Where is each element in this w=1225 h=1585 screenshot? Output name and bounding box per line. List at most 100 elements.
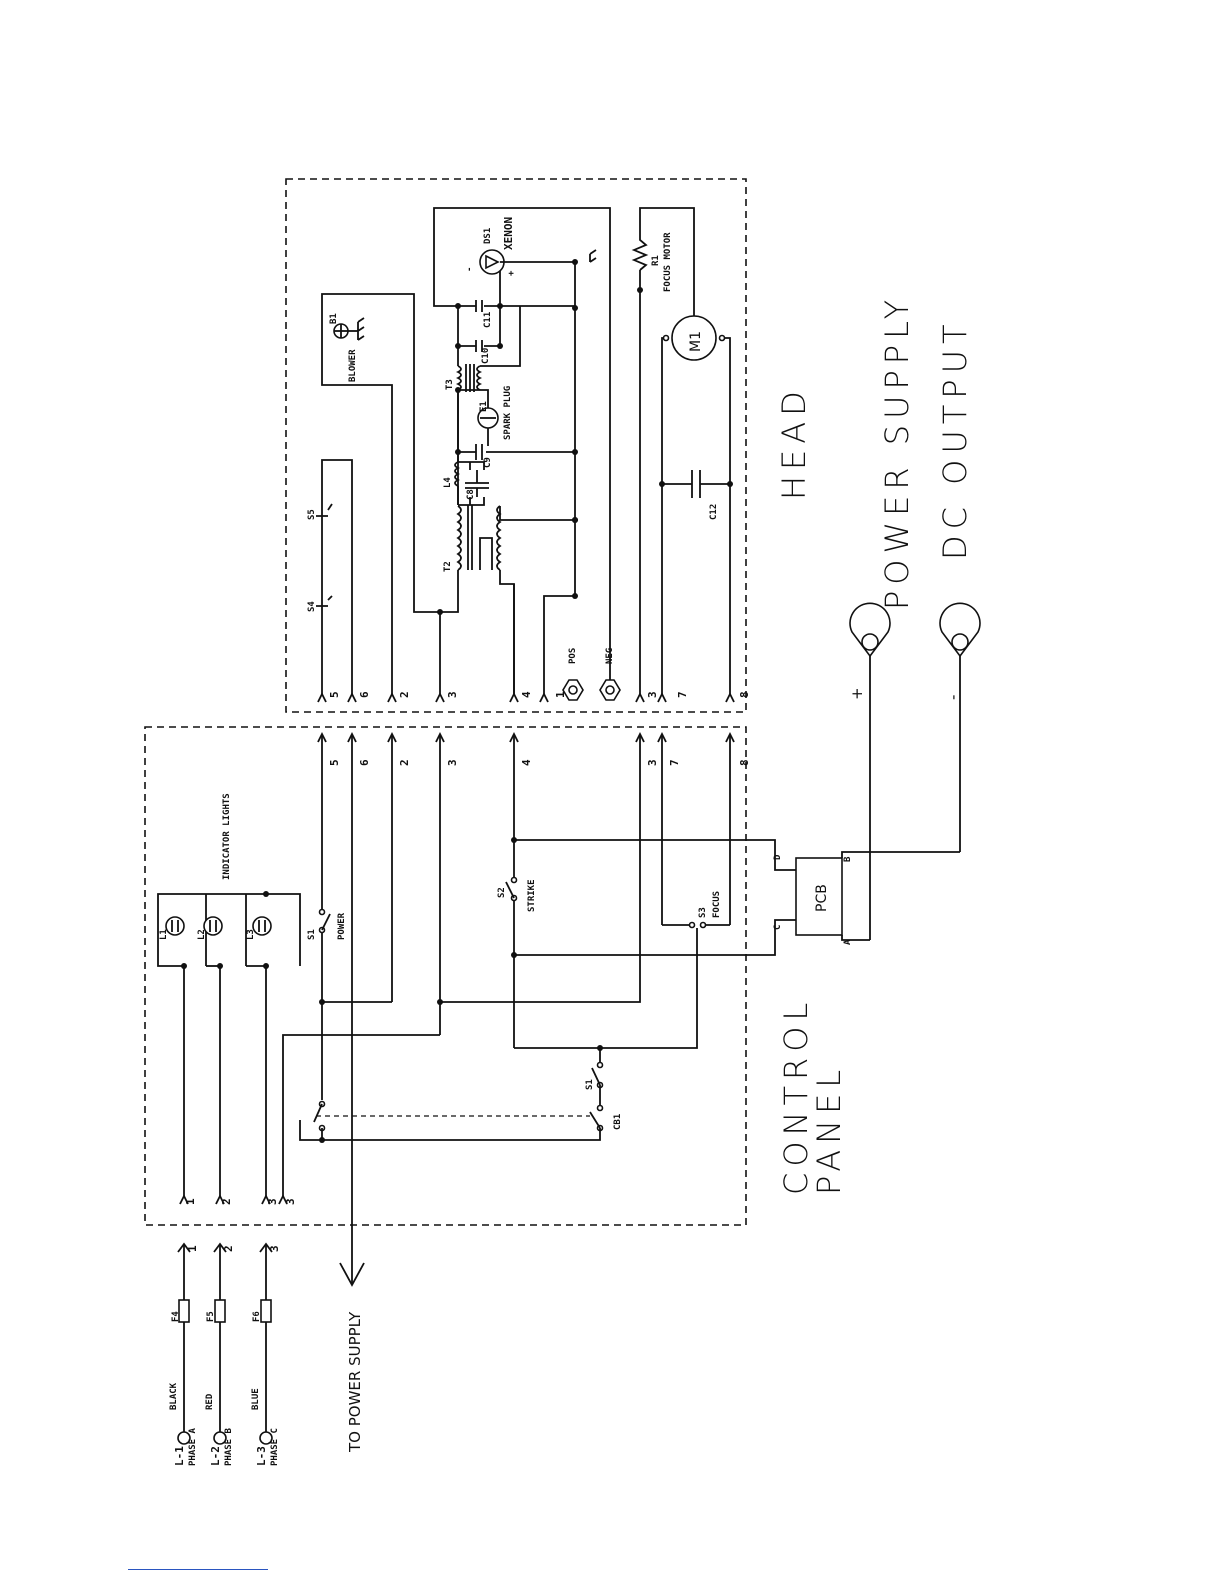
resistor-r1-icon <box>631 207 695 316</box>
fuse-f4-icon <box>178 1299 190 1323</box>
bottom-terminal-3b: 3 <box>284 1198 297 1205</box>
indicator-lights-label: INDICATOR LIGHTS <box>222 793 232 880</box>
c12-label: C12 <box>709 504 719 520</box>
m1-label: M1 <box>688 331 704 352</box>
s5-switch-icon <box>316 503 333 530</box>
xenon-label: XENON <box>502 217 515 250</box>
l2-terminal-icon <box>213 1431 227 1445</box>
fuse-f5-icon <box>214 1299 226 1323</box>
head-terminal-7: 7 <box>676 691 689 698</box>
l3-line-label: L-3 <box>255 1446 268 1466</box>
e1-label: E1 <box>479 401 489 412</box>
lamp-l3-icon <box>252 916 272 936</box>
s1-power-switch-icon <box>321 913 331 931</box>
focus-motor-m1-icon <box>671 315 717 361</box>
negative-label: - <box>944 695 962 700</box>
cb1-breaker-icon <box>589 1111 601 1129</box>
head-terminal-3b: 3 <box>646 691 659 698</box>
t2-label: T2 <box>443 561 453 572</box>
input-line-section: F4 F5 F6 1 2 3 L-1 PHASE A BLACK L-2 PHA… <box>169 1242 281 1466</box>
s1b-label: S1 <box>585 1079 595 1090</box>
control-title: CONTROL <box>777 997 815 1195</box>
panel-title: PANEL <box>810 1064 848 1195</box>
l2-phase-label: PHASE B <box>224 1427 234 1466</box>
ds1-label: DS1 <box>483 228 493 244</box>
lamp-l2-label: L2 <box>197 929 207 940</box>
power-supply-arrow-icon <box>339 1262 365 1287</box>
input-terminal-1: 1 <box>186 1245 199 1252</box>
head-terminal-5: 5 <box>328 691 341 698</box>
l3-color-label: BLUE <box>251 1388 261 1410</box>
arrow-icon <box>177 1242 191 1253</box>
t3-label: T3 <box>445 379 455 390</box>
s5-label: S5 <box>307 509 317 520</box>
s2-label: S2 <box>497 887 507 898</box>
bottom-terminal-2: 2 <box>220 1198 233 1205</box>
c10-label: C10 <box>481 348 491 364</box>
lamp-l3-label: L3 <box>246 929 256 940</box>
positive-terminal-icon <box>849 602 891 658</box>
control-panel-enclosure <box>144 726 747 1226</box>
control-panel-wiring: 1 2 3 3 INDICATOR LIGHTS L1 L2 L3 <box>157 731 776 1205</box>
control-terminal-8: 8 <box>738 759 751 766</box>
s4-label: S4 <box>307 601 317 612</box>
s4-switch-icon <box>316 595 333 620</box>
l1-phase-label: PHASE A <box>188 1427 198 1466</box>
input-terminal-3: 3 <box>268 1245 281 1252</box>
fuse-f6-label: F6 <box>252 1311 262 1322</box>
dc-output: + - <box>848 602 981 940</box>
blower-label: BLOWER <box>348 349 358 382</box>
footer-link-line <box>128 1569 268 1570</box>
negative-terminal-icon <box>939 602 981 658</box>
cb1-label: CB1 <box>613 1114 623 1130</box>
s1b-switch-icon <box>591 1067 601 1086</box>
fuse-f5-label: F5 <box>206 1311 216 1322</box>
l2-color-label: RED <box>205 1393 215 1410</box>
l1-line-label: L-1 <box>173 1446 186 1466</box>
c9-label: C9 <box>483 457 493 468</box>
head-enclosure <box>285 178 747 713</box>
l3-terminal-icon <box>259 1431 273 1445</box>
l4-label: L4 <box>443 477 453 488</box>
l1-color-label: BLACK <box>169 1382 179 1410</box>
l2-line-label: L-2 <box>209 1446 222 1466</box>
control-terminal-5: 5 <box>328 759 341 766</box>
bottom-terminal-1: 1 <box>184 1198 197 1205</box>
s3-label: S3 <box>698 907 708 918</box>
bottom-terminal-3: 3 <box>266 1198 279 1205</box>
head-terminal-1: 1 <box>554 691 567 698</box>
strike-label: STRIKE <box>527 879 537 912</box>
inductor-l4-icon <box>454 461 461 487</box>
pcb-a-label: A <box>843 939 853 945</box>
r1-label: R1 <box>651 255 661 266</box>
head-terminal-8: 8 <box>738 691 751 698</box>
c8-label: C8 <box>466 489 476 500</box>
focus-label: FOCUS <box>712 891 722 918</box>
positive-label: + <box>848 687 866 700</box>
transformer-t3-icon <box>455 364 483 392</box>
head-terminal-6: 6 <box>358 691 371 698</box>
lamp-minus-label: - <box>465 267 475 272</box>
lamp-l1-label: L1 <box>159 929 169 940</box>
l1-terminal-icon <box>177 1431 191 1445</box>
control-terminal-2: 2 <box>398 759 411 766</box>
lamp-l2-icon <box>203 916 223 936</box>
focus-motor-label: FOCUS MOTOR <box>663 232 673 292</box>
spark-plug-label: SPARK PLUG <box>503 386 513 440</box>
lamp-plus-label: + <box>507 270 517 276</box>
dc-output-title: DC OUTPUT <box>936 318 974 560</box>
pos-label: POS <box>568 648 578 664</box>
control-terminal-7: 7 <box>668 759 681 766</box>
to-power-supply-label: TO POWER SUPPLY <box>346 1311 364 1453</box>
power-label: POWER <box>337 912 347 940</box>
pcb-c-label: C <box>773 925 783 930</box>
arrow-icon <box>259 1242 273 1253</box>
s1-label: S1 <box>307 929 317 940</box>
l3-phase-label: PHASE C <box>270 1428 280 1466</box>
fuse-f4-label: F4 <box>171 1311 181 1322</box>
b1-label: B1 <box>329 313 339 324</box>
input-terminal-2: 2 <box>222 1245 235 1252</box>
head-terminal-4: 4 <box>520 691 533 698</box>
head-terminal-2: 2 <box>398 691 411 698</box>
